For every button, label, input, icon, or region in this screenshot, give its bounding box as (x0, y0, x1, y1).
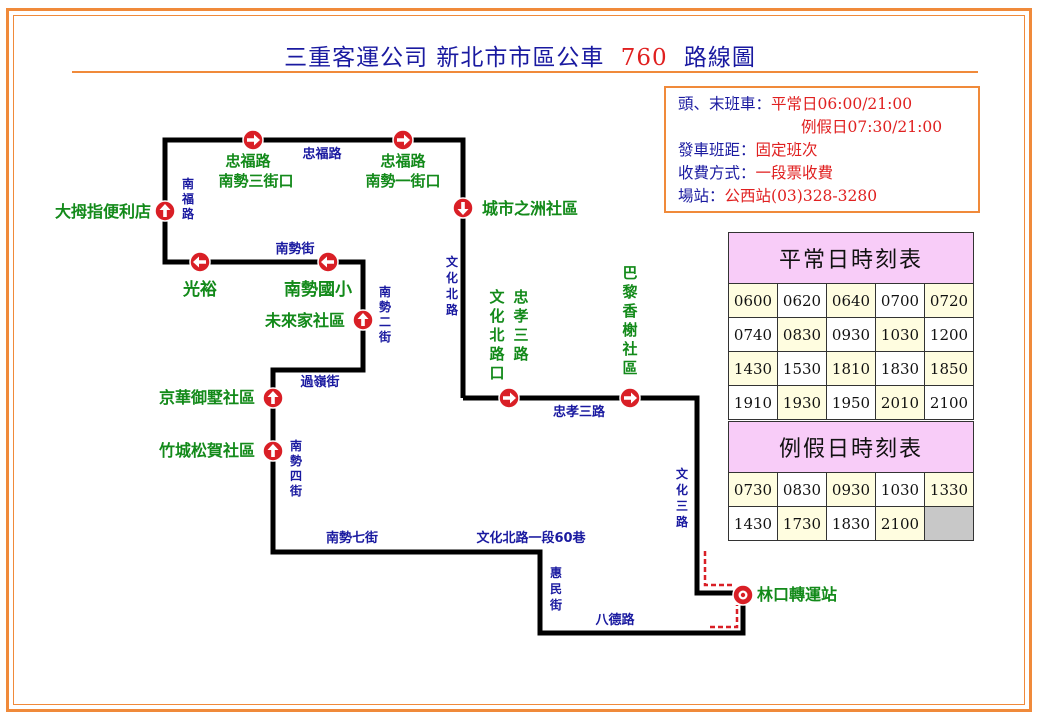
stop-label-zhongfu-nanshi3-l1: 忠福路 (225, 152, 271, 170)
info-depot-row: 場站：公西站(03)328-3280 (678, 187, 878, 205)
info-fare-row: 收費方式：一段票收費 (678, 164, 834, 182)
weekday-timetable-cell: 2100 (924, 385, 974, 420)
stop-marker-zhongfu-nanshi3[interactable] (242, 129, 264, 151)
stop-marker-guangyu[interactable] (189, 251, 211, 273)
weekday-timetable-cell: 1830 (875, 351, 925, 386)
weekday-timetable-cell: 0740 (728, 317, 778, 352)
title-suffix: 路線圖 (683, 45, 756, 71)
outer-border (6, 8, 1032, 712)
stop-label-zhongfu-nanshi1-l2: 南勢一街口 (365, 172, 440, 190)
stop-label-zhucheng: 竹城松賀社區 (158, 441, 255, 460)
weekday-timetable-cell: 0600 (728, 283, 778, 318)
inner-border (13, 15, 1025, 705)
stop-label-wenhuabei-kou: 文化北路口 (489, 288, 505, 382)
holiday-timetable-cell: 2100 (875, 506, 925, 541)
road-label-nanshi4: 南勢四街 (289, 438, 302, 498)
road-label-huimin: 惠民街 (549, 565, 562, 612)
stop-marker-chengshi[interactable] (452, 197, 474, 219)
weekday-timetable-title: 平常日時刻表 (728, 232, 974, 284)
weekday-timetable-cell: 0700 (875, 283, 925, 318)
weekday-timetable-cell: 0640 (826, 283, 876, 318)
holiday-timetable-cell: 0730 (728, 472, 778, 507)
stop-marker-bali[interactable] (619, 387, 641, 409)
stop-label-nanshiguoxiao: 南勢國小 (284, 279, 352, 300)
road-label-nanshi-st: 南勢街 (275, 241, 314, 257)
road-label-wenhua3: 文化三路 (676, 466, 689, 529)
route-line (162, 137, 746, 636)
stop-label-zhongfu-nanshi1-l1: 忠福路 (380, 152, 426, 170)
weekday-timetable-cell: 0830 (777, 317, 827, 352)
weekday-timetable-cell: 1810 (826, 351, 876, 386)
holiday-timetable-cell: 0930 (826, 472, 876, 507)
holiday-timetable-cell: 1830 (826, 506, 876, 541)
stop-label-linkou: 林口轉運站 (757, 585, 837, 604)
stop-label-guangyu: 光裕 (182, 279, 217, 300)
holiday-timetable-cell (924, 506, 974, 541)
road-label-zhongfu: 忠福路 (302, 146, 342, 162)
stop-marker-zhongfu-nanshi1[interactable] (392, 129, 414, 151)
stop-marker-dapaozhi[interactable] (154, 200, 176, 222)
road-label-nanshi7: 南勢七街 (326, 530, 378, 546)
info-box: 頭、末班車：平常日06:00/21:00 例假日07:30/21:00 發車班距… (664, 86, 980, 213)
weekday-timetable-cell: 1200 (924, 317, 974, 352)
stop-marker-wenhuabei-kou[interactable] (498, 387, 520, 409)
stop-marker-nanshiguoxiao[interactable] (317, 251, 339, 273)
stop-label-dapaozhi: 大拇指便利店 (55, 202, 151, 221)
info-holiday-row: 例假日07:30/21:00 (801, 118, 943, 136)
weekday-timetable-cell: 1030 (875, 317, 925, 352)
info-weekday-row: 頭、末班車：平常日06:00/21:00 (678, 95, 913, 113)
weekday-timetable-cell: 1930 (777, 385, 827, 420)
weekday-timetable-cell: 1850 (924, 351, 974, 386)
stop-marker-weilaijia[interactable] (352, 309, 374, 331)
stop-marker-zhucheng[interactable] (262, 440, 284, 462)
road-label-guoling: 過嶺街 (299, 374, 339, 390)
road-label-nanshi2: 南勢二街 (378, 284, 391, 344)
weekday-timetable-cell: 0620 (777, 283, 827, 318)
holiday-timetable-cell: 1430 (728, 506, 778, 541)
stop-label-bali: 巴黎香榭社區 (621, 264, 637, 377)
stop-label-jinghua: 京華御墅社區 (159, 388, 255, 407)
stop-label-zhongxiao3: 忠孝三路 (512, 288, 529, 363)
road-label-zhongxiao3: 忠孝三路 (553, 404, 606, 420)
weekday-timetable-cell: 2010 (875, 385, 925, 420)
terminal-marker-linkou[interactable] (732, 584, 754, 606)
info-headway-row: 發車班距：固定班次 (678, 141, 818, 159)
title-company: 三重客運公司 (284, 45, 429, 71)
road-label-wenhuabei: 文化北路 (446, 254, 459, 317)
stop-label-weilaijia: 未來家社區 (264, 311, 345, 330)
stop-label-chengshi: 城市之洲社區 (482, 199, 578, 218)
holiday-timetable-cell: 1730 (777, 506, 827, 541)
terminal-loop (703, 551, 739, 629)
weekday-timetable-cell: 0720 (924, 283, 974, 318)
road-label-wenhuabei60: 文化北路一段60巷 (476, 530, 586, 546)
title-route-number: 760 (620, 45, 668, 71)
title-subtitle: 新北市市區公車 (436, 45, 605, 71)
holiday-timetable-title: 例假日時刻表 (728, 421, 974, 473)
title-divider (72, 71, 978, 73)
weekday-timetable-cell: 0930 (826, 317, 876, 352)
holiday-timetable-cell: 1330 (924, 472, 974, 507)
road-label-nanfu: 南福路 (181, 176, 195, 221)
holiday-timetable-cell: 1030 (875, 472, 925, 507)
stop-label-zhongfu-nanshi3-l2: 南勢三街口 (218, 172, 293, 190)
stop-marker-jinghua[interactable] (262, 387, 284, 409)
weekday-timetable-cell: 1950 (826, 385, 876, 420)
road-label-bade: 八德路 (594, 612, 635, 628)
page-title: 三重客運公司 新北市市區公車 760 路線圖 (0, 38, 1040, 72)
weekday-timetable-cell: 1910 (728, 385, 778, 420)
